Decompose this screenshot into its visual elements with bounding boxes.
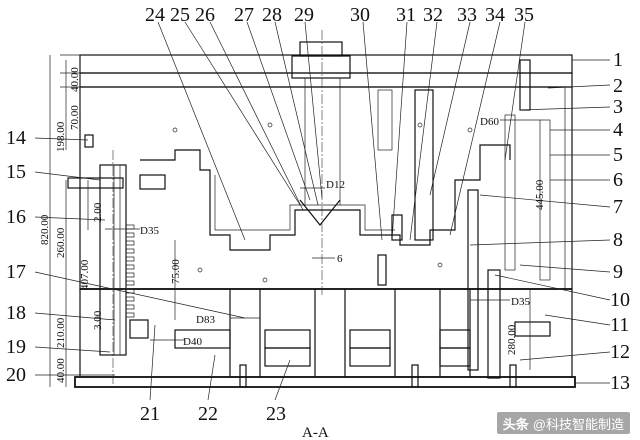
dim-70: 70.00: [69, 105, 81, 130]
dim-d60: D60: [480, 116, 499, 128]
callout-17: 17: [6, 261, 26, 283]
callouts-bottom: 21 22 23: [140, 403, 286, 425]
dim-260: 260.00: [55, 227, 67, 258]
callout-4: 4: [613, 119, 623, 141]
dim-d35-left: D35: [140, 225, 159, 237]
callout-15: 15: [6, 161, 26, 183]
watermark-logo: 头条: [502, 416, 529, 432]
callout-12: 12: [610, 341, 630, 363]
callout-23: 23: [266, 403, 286, 425]
dim-210: 210.00: [55, 317, 67, 348]
callout-24: 24: [145, 4, 165, 26]
dim-820: 820.00: [39, 214, 51, 245]
callout-28: 28: [262, 4, 282, 26]
dim-2: 2.00: [92, 202, 104, 222]
callout-22: 22: [198, 403, 218, 425]
callout-7: 7: [613, 196, 623, 218]
dim-d83: D83: [196, 314, 215, 326]
centerlines: [112, 30, 323, 390]
dim-280: 280.00: [506, 324, 518, 355]
plate-outlines: [60, 41, 576, 388]
callout-30: 30: [350, 4, 370, 26]
callouts-top: 24 25 26 27 28 29 30 31 32 33 34 35: [145, 4, 534, 26]
dim-d12: D12: [326, 179, 345, 191]
callout-19: 19: [6, 336, 26, 358]
callout-20: 20: [6, 364, 26, 386]
dim-445: 445.00: [534, 179, 546, 210]
watermark-text: @科技智能制造: [532, 416, 624, 432]
callout-32: 32: [423, 4, 443, 26]
callout-34: 34: [485, 4, 505, 26]
watermark: 头条 @科技智能制造: [496, 412, 630, 434]
callouts-right: 1 2 3 4 5 6 7 8 9 10 11 12 13: [610, 49, 630, 394]
callouts-left: 14 15 16 17 18 19 20: [6, 127, 26, 386]
section-label: A-A: [302, 425, 329, 440]
callout-14: 14: [6, 127, 26, 149]
callout-16: 16: [6, 206, 26, 228]
callout-35: 35: [514, 4, 534, 26]
dimension-lines: [49, 55, 566, 387]
callout-1: 1: [613, 49, 623, 71]
callout-6: 6: [613, 169, 623, 191]
callout-21: 21: [140, 403, 160, 425]
callout-18: 18: [6, 302, 26, 324]
dim-d40: D40: [183, 336, 202, 348]
callout-10: 10: [610, 289, 630, 311]
callout-3: 3: [613, 96, 623, 118]
dimensions-vertical: 820.00 198.00 40.00 70.00 260.00 2.00 40…: [39, 67, 546, 383]
leader-lines: [34, 21, 611, 401]
dim-3: 3.00: [92, 310, 104, 330]
dimensions-horizontal: D12 D35 D60 D83 D40 D35 6: [140, 116, 530, 348]
callout-29: 29: [294, 4, 314, 26]
callout-13: 13: [610, 372, 630, 394]
callout-25: 25: [170, 4, 190, 26]
callout-2: 2: [613, 75, 623, 97]
dim-d35-right: D35: [511, 296, 530, 308]
callout-5: 5: [613, 144, 623, 166]
callout-9: 9: [613, 261, 623, 283]
dim-6: 6: [337, 253, 343, 265]
dim-198: 198.00: [55, 121, 67, 152]
callout-8: 8: [613, 229, 623, 251]
dim-40-top: 40.00: [69, 67, 81, 92]
dim-40-bottom: 40.00: [55, 358, 67, 383]
callout-27: 27: [234, 4, 254, 26]
callout-26: 26: [195, 4, 215, 26]
callout-11: 11: [610, 314, 629, 336]
dim-407: 407.00: [79, 259, 91, 290]
callout-31: 31: [396, 4, 416, 26]
callout-33: 33: [457, 4, 477, 26]
dim-75: 75.00: [170, 259, 182, 284]
